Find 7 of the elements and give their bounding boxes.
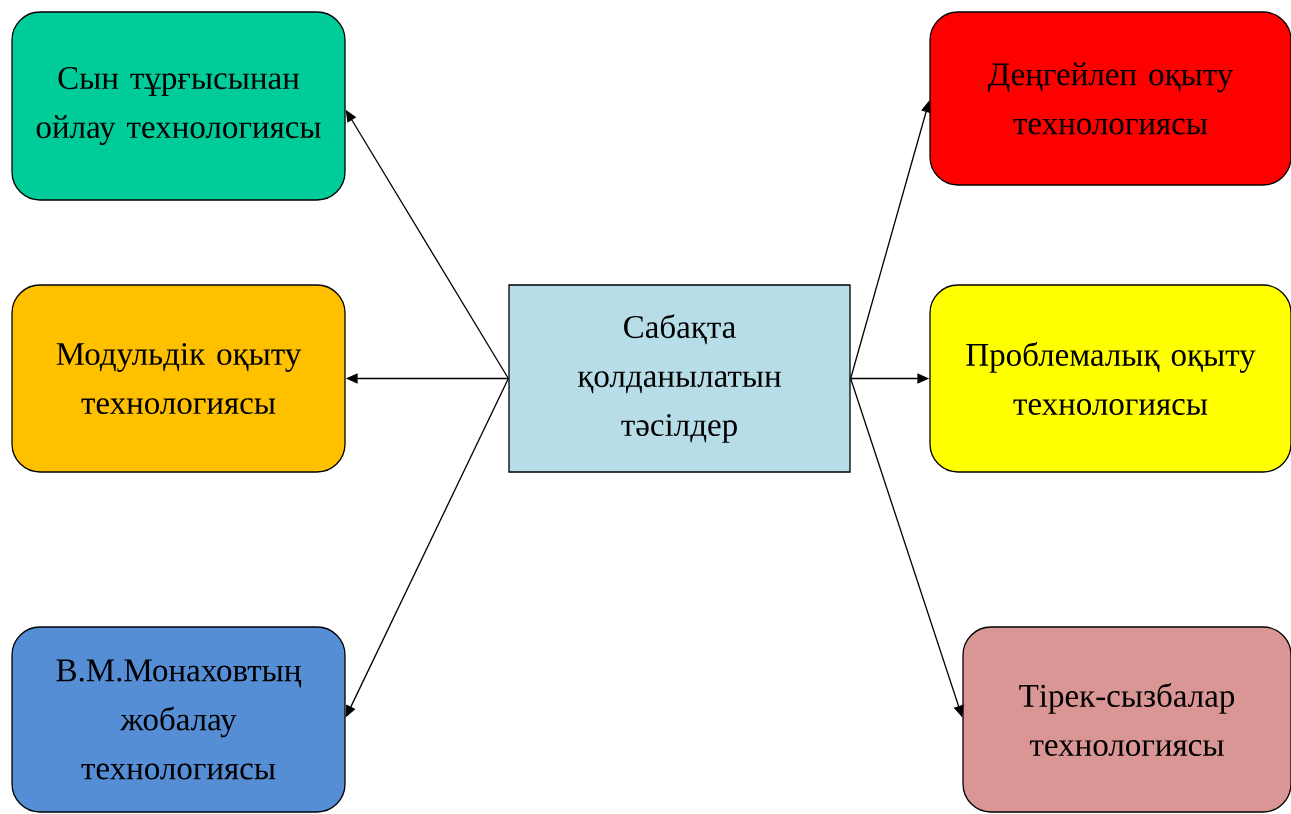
technology-box: Модульдік оқыту технологиясы <box>11 284 346 473</box>
technology-box: Деңгейлеп оқыту технологиясы <box>929 11 1291 186</box>
technology-box: Проблемалық оқыту технологиясы <box>929 284 1291 473</box>
technology-box: Сын тұрғысынан ойлау технологиясы <box>11 11 346 201</box>
technology-box: В.М.Монаховтың жобалау технологиясы <box>11 626 346 813</box>
center-box: Сабақта қолданылатын тәсілдер <box>508 284 851 473</box>
technology-box: Тірек-сызбалар технологиясы <box>962 626 1291 813</box>
